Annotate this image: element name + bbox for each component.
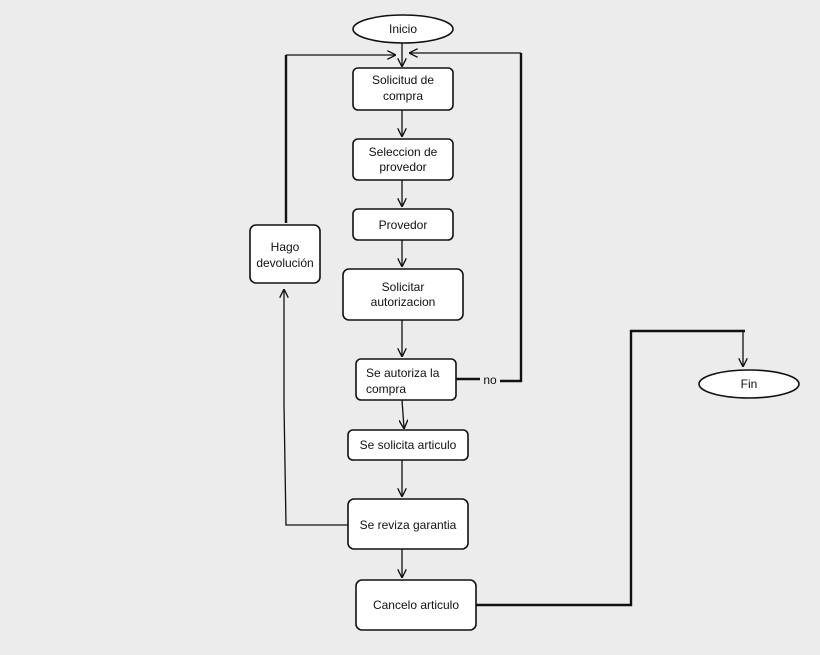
- node-solicitar-label-2: autorizacion: [371, 295, 436, 309]
- node-autoriza-label-2: compra: [366, 382, 406, 396]
- terminal-shape: [698, 369, 800, 399]
- node-seleccion-label-2: provedor: [379, 160, 426, 174]
- node-provedor-label: Provedor: [379, 218, 428, 232]
- node-provedor: Provedor: [352, 208, 454, 241]
- node-cancelo-label: Cancelo articulo: [373, 598, 459, 612]
- node-garantia-label: Se reviza garantia: [360, 518, 457, 532]
- node-hago-devolucion: Hago devolución: [249, 224, 321, 284]
- node-devolucion-label-1: Hago: [271, 240, 300, 254]
- node-solicita-label: Se solicita articulo: [360, 438, 457, 452]
- process-shape: [342, 268, 464, 321]
- edge-autoriza-solicita: [402, 399, 404, 428]
- process-shape: [249, 224, 321, 284]
- connectors: [284, 43, 745, 607]
- node-inicio-label: Inicio: [389, 22, 417, 36]
- node-fin: Fin: [698, 369, 800, 399]
- node-seleccion-label-1: Seleccion de: [369, 145, 438, 159]
- process-shape: [352, 208, 454, 241]
- edge-cancelo-route: [476, 329, 745, 607]
- node-seleccion-provedor: Seleccion de provedor: [352, 138, 454, 181]
- node-solicitud-compra: Solicitud de compra: [352, 67, 454, 111]
- node-fin-label: Fin: [741, 377, 758, 391]
- node-solicitar-label-1: Solicitar: [382, 280, 425, 294]
- node-devolucion-label-2: devolución: [256, 256, 313, 270]
- process-shape: [355, 579, 477, 631]
- node-autoriza-label-1: Se autoriza la: [366, 366, 440, 380]
- process-shape: [352, 138, 454, 181]
- node-se-solicita-articulo: Se solicita articulo: [347, 429, 469, 461]
- node-solicitud-label-1: Solicitud de: [372, 73, 434, 87]
- node-cancelo-articulo: Cancelo articulo: [355, 579, 477, 631]
- edge-garantia-devolucion: [284, 290, 348, 526]
- process-shape: [347, 498, 469, 550]
- process-shape: [347, 429, 469, 461]
- node-se-autoriza: Se autoriza la compra: [355, 358, 457, 401]
- node-solicitar-autorizacion: Solicitar autorizacion: [342, 268, 464, 321]
- edge-label-no: no: [483, 373, 497, 387]
- process-shape: [355, 358, 457, 401]
- node-se-reviza-garantia: Se reviza garantia: [347, 498, 469, 550]
- process-shape: [352, 67, 454, 111]
- node-solicitud-label-2: compra: [383, 89, 423, 103]
- terminal-shape: [352, 14, 454, 44]
- edge-no-loop: [500, 53, 523, 383]
- node-inicio: Inicio: [352, 14, 454, 44]
